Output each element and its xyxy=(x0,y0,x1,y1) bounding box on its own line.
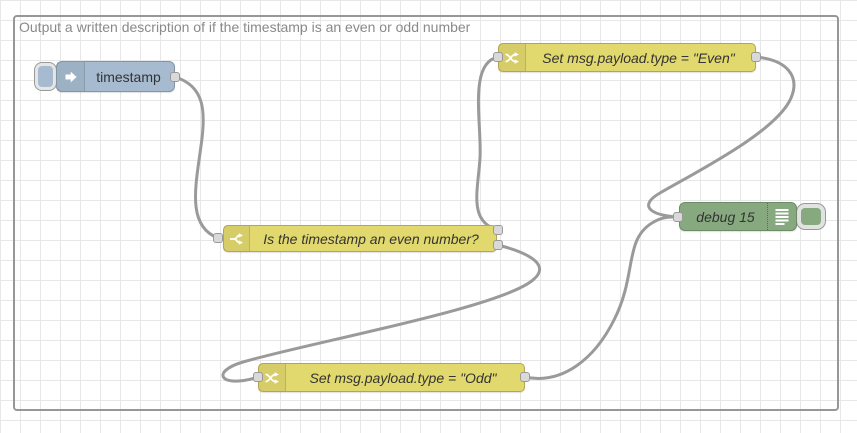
port-switch-output-1[interactable] xyxy=(493,225,503,235)
debug-icon-region xyxy=(767,203,796,230)
change-even-icon-region xyxy=(499,44,526,71)
change-shuffle-icon xyxy=(265,371,279,384)
node-change-even-label: Set msg.payload.type = "Even" xyxy=(542,49,735,66)
flow-group[interactable]: Output a written description of if the t… xyxy=(13,15,839,411)
node-inject-timestamp[interactable]: timestamp xyxy=(56,61,175,92)
port-change-even-output[interactable] xyxy=(751,52,761,62)
debug-list-icon xyxy=(775,208,789,225)
wire-change-odd-to-debug[interactable] xyxy=(523,215,680,380)
change-shuffle-icon xyxy=(505,51,519,64)
wire-switch-to-change-even[interactable] xyxy=(475,55,500,232)
wire-change-even-to-debug[interactable] xyxy=(647,55,796,219)
debug-toggle-button[interactable] xyxy=(797,204,825,229)
node-change-odd[interactable]: Set msg.payload.type = "Odd" xyxy=(258,363,525,392)
wire-switch-to-change-odd[interactable] xyxy=(221,243,542,383)
inject-arrow-icon xyxy=(65,71,77,82)
switch-fork-icon xyxy=(229,232,243,245)
port-switch-input[interactable] xyxy=(213,233,223,243)
node-debug-15[interactable]: debug 15 xyxy=(679,202,797,231)
change-odd-icon-region xyxy=(259,364,286,391)
node-debug-label: debug 15 xyxy=(696,208,755,225)
node-inject-label: timestamp xyxy=(96,68,161,85)
inject-trigger-button[interactable] xyxy=(35,63,56,90)
switch-icon-region xyxy=(224,226,250,251)
port-switch-output-2[interactable] xyxy=(493,240,503,250)
port-change-odd-output[interactable] xyxy=(520,372,530,382)
node-change-even[interactable]: Set msg.payload.type = "Even" xyxy=(498,43,756,72)
group-label: Output a written description of if the t… xyxy=(19,19,471,35)
node-switch-label: Is the timestamp an even number? xyxy=(263,230,479,247)
port-inject-output[interactable] xyxy=(170,72,180,82)
port-change-even-input[interactable] xyxy=(493,52,503,62)
port-change-odd-input[interactable] xyxy=(253,372,263,382)
wire-timestamp-to-switch[interactable] xyxy=(173,75,220,240)
node-change-odd-label: Set msg.payload.type = "Odd" xyxy=(309,369,497,386)
port-debug-input[interactable] xyxy=(673,212,683,222)
node-switch-even-check[interactable]: Is the timestamp an even number? xyxy=(223,225,497,252)
inject-icon-region xyxy=(57,62,85,91)
